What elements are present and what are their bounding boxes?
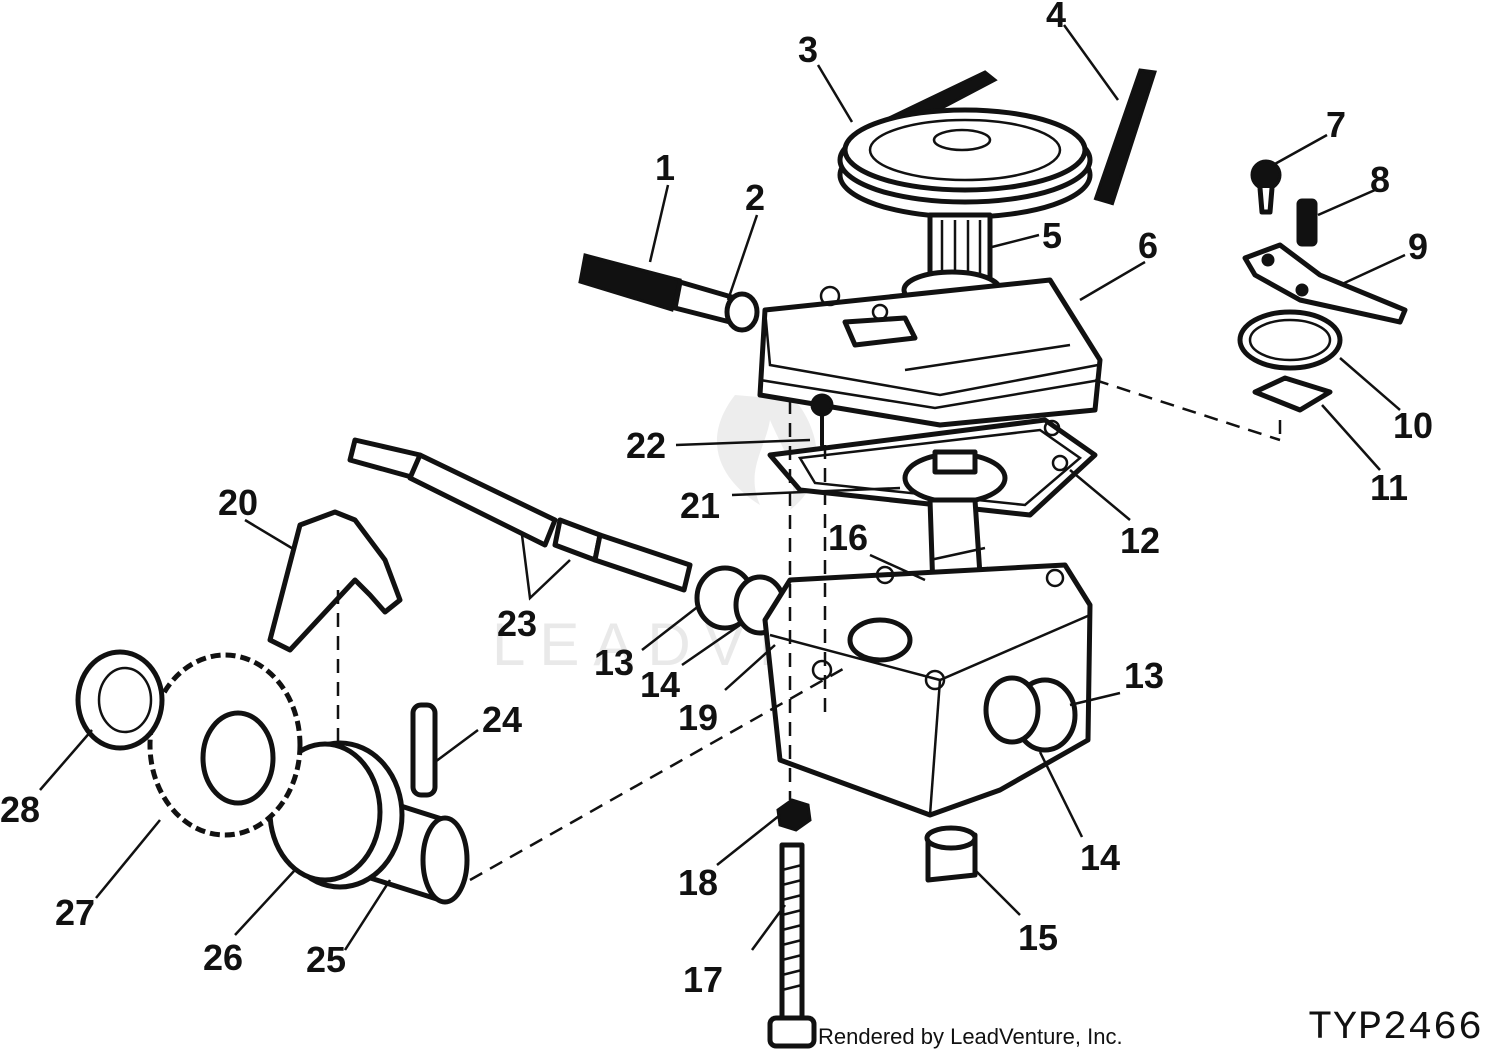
callout-13-right: 13 [1124,655,1164,696]
callout-17: 17 [683,959,723,1000]
part-arm [1242,242,1408,325]
part-bushing [724,291,760,333]
part-plate [1252,375,1333,413]
callout-15: 15 [1018,917,1058,958]
figure-code: TYP2466 [1308,1006,1484,1051]
callout-23: 23 [497,603,537,644]
callouts: 1 2 3 4 5 6 7 8 9 10 11 12 13 14 15 16 1… [0,0,1433,1000]
callout-10: 10 [1393,405,1433,446]
part-pin [1296,198,1318,247]
part-pulley [837,107,1093,220]
leader-lines [39,24,1406,951]
callout-26: 26 [203,937,243,978]
callout-5: 5 [1042,215,1062,256]
part-bolt [767,842,817,1049]
part-gear [147,652,303,838]
part-screw [1250,159,1282,215]
part-spring [578,253,738,325]
callout-22: 22 [626,425,666,466]
callout-8: 8 [1370,159,1390,200]
part-sleeve [924,825,978,883]
callout-18: 18 [678,862,718,903]
part-washer [1237,309,1343,371]
callout-2: 2 [745,177,765,218]
part-shaft [347,437,693,593]
callout-14-right: 14 [1080,837,1120,878]
part-stud [810,393,834,447]
callout-21: 21 [680,485,720,526]
callout-6: 6 [1138,225,1158,266]
callout-13-left: 13 [594,642,634,683]
callout-11: 11 [1370,467,1408,508]
part-fork [267,509,403,653]
callout-12: 12 [1120,520,1160,561]
part-bearing-right [983,675,1078,753]
credit-line: Rendered by LeadVenture, Inc. [818,1024,1123,1049]
part-cover [757,277,1103,428]
callout-1: 1 [655,147,675,188]
callout-20: 20 [218,482,258,523]
assembly-lines [336,378,1282,882]
callout-16: 16 [828,517,868,558]
callout-14-left: 14 [640,664,680,705]
part-roll-pin [410,702,438,798]
callout-27: 27 [55,892,95,933]
part-housing [762,562,1093,818]
callout-25: 25 [306,939,346,980]
callout-3: 3 [798,29,818,70]
callout-19: 19 [678,697,718,738]
callout-7: 7 [1326,104,1346,145]
callout-28: 28 [0,789,40,830]
part-nut [776,798,812,832]
part-sheave [267,740,405,890]
callout-24: 24 [482,699,522,740]
callout-9: 9 [1408,226,1428,267]
part-bearing-left [694,565,787,636]
part-thrust-washer [75,649,165,751]
callout-4: 4 [1046,0,1066,35]
